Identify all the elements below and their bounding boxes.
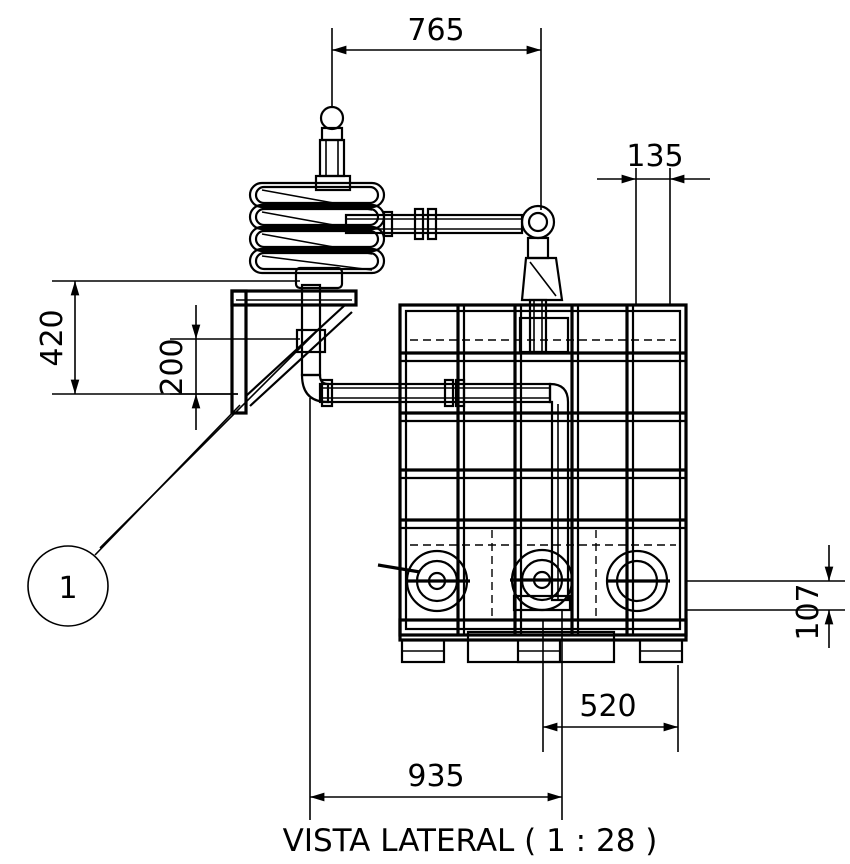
dimension-135-label: 135	[626, 139, 683, 174]
wall-bracket	[230, 289, 358, 415]
view-title: VISTA LATERAL ( 1 : 28 )	[283, 823, 658, 859]
dimension-200-label: 200	[155, 338, 190, 395]
dimension-765-label: 765	[407, 13, 464, 48]
dimension-420: 420	[35, 280, 300, 395]
callout-label: 1	[58, 571, 77, 606]
dimension-520: 520	[542, 620, 679, 752]
coil	[248, 181, 386, 290]
callout-balloon: 1	[27, 329, 319, 627]
bottom-flanges	[377, 548, 670, 613]
dimension-765: 765	[331, 13, 542, 210]
dimension-135: 135	[597, 139, 710, 305]
dimension-935-label: 935	[407, 759, 464, 794]
dimension-107-label: 107	[791, 583, 826, 640]
dimension-107: 107	[686, 545, 845, 648]
right-valve-assembly	[520, 204, 564, 354]
dimension-200: 200	[155, 305, 300, 430]
dimension-935: 935	[309, 398, 563, 820]
dimension-420-label: 420	[35, 309, 70, 366]
top-vent-pipe	[314, 105, 352, 192]
pallet-base	[398, 618, 688, 664]
dimension-520-label: 520	[579, 689, 636, 724]
